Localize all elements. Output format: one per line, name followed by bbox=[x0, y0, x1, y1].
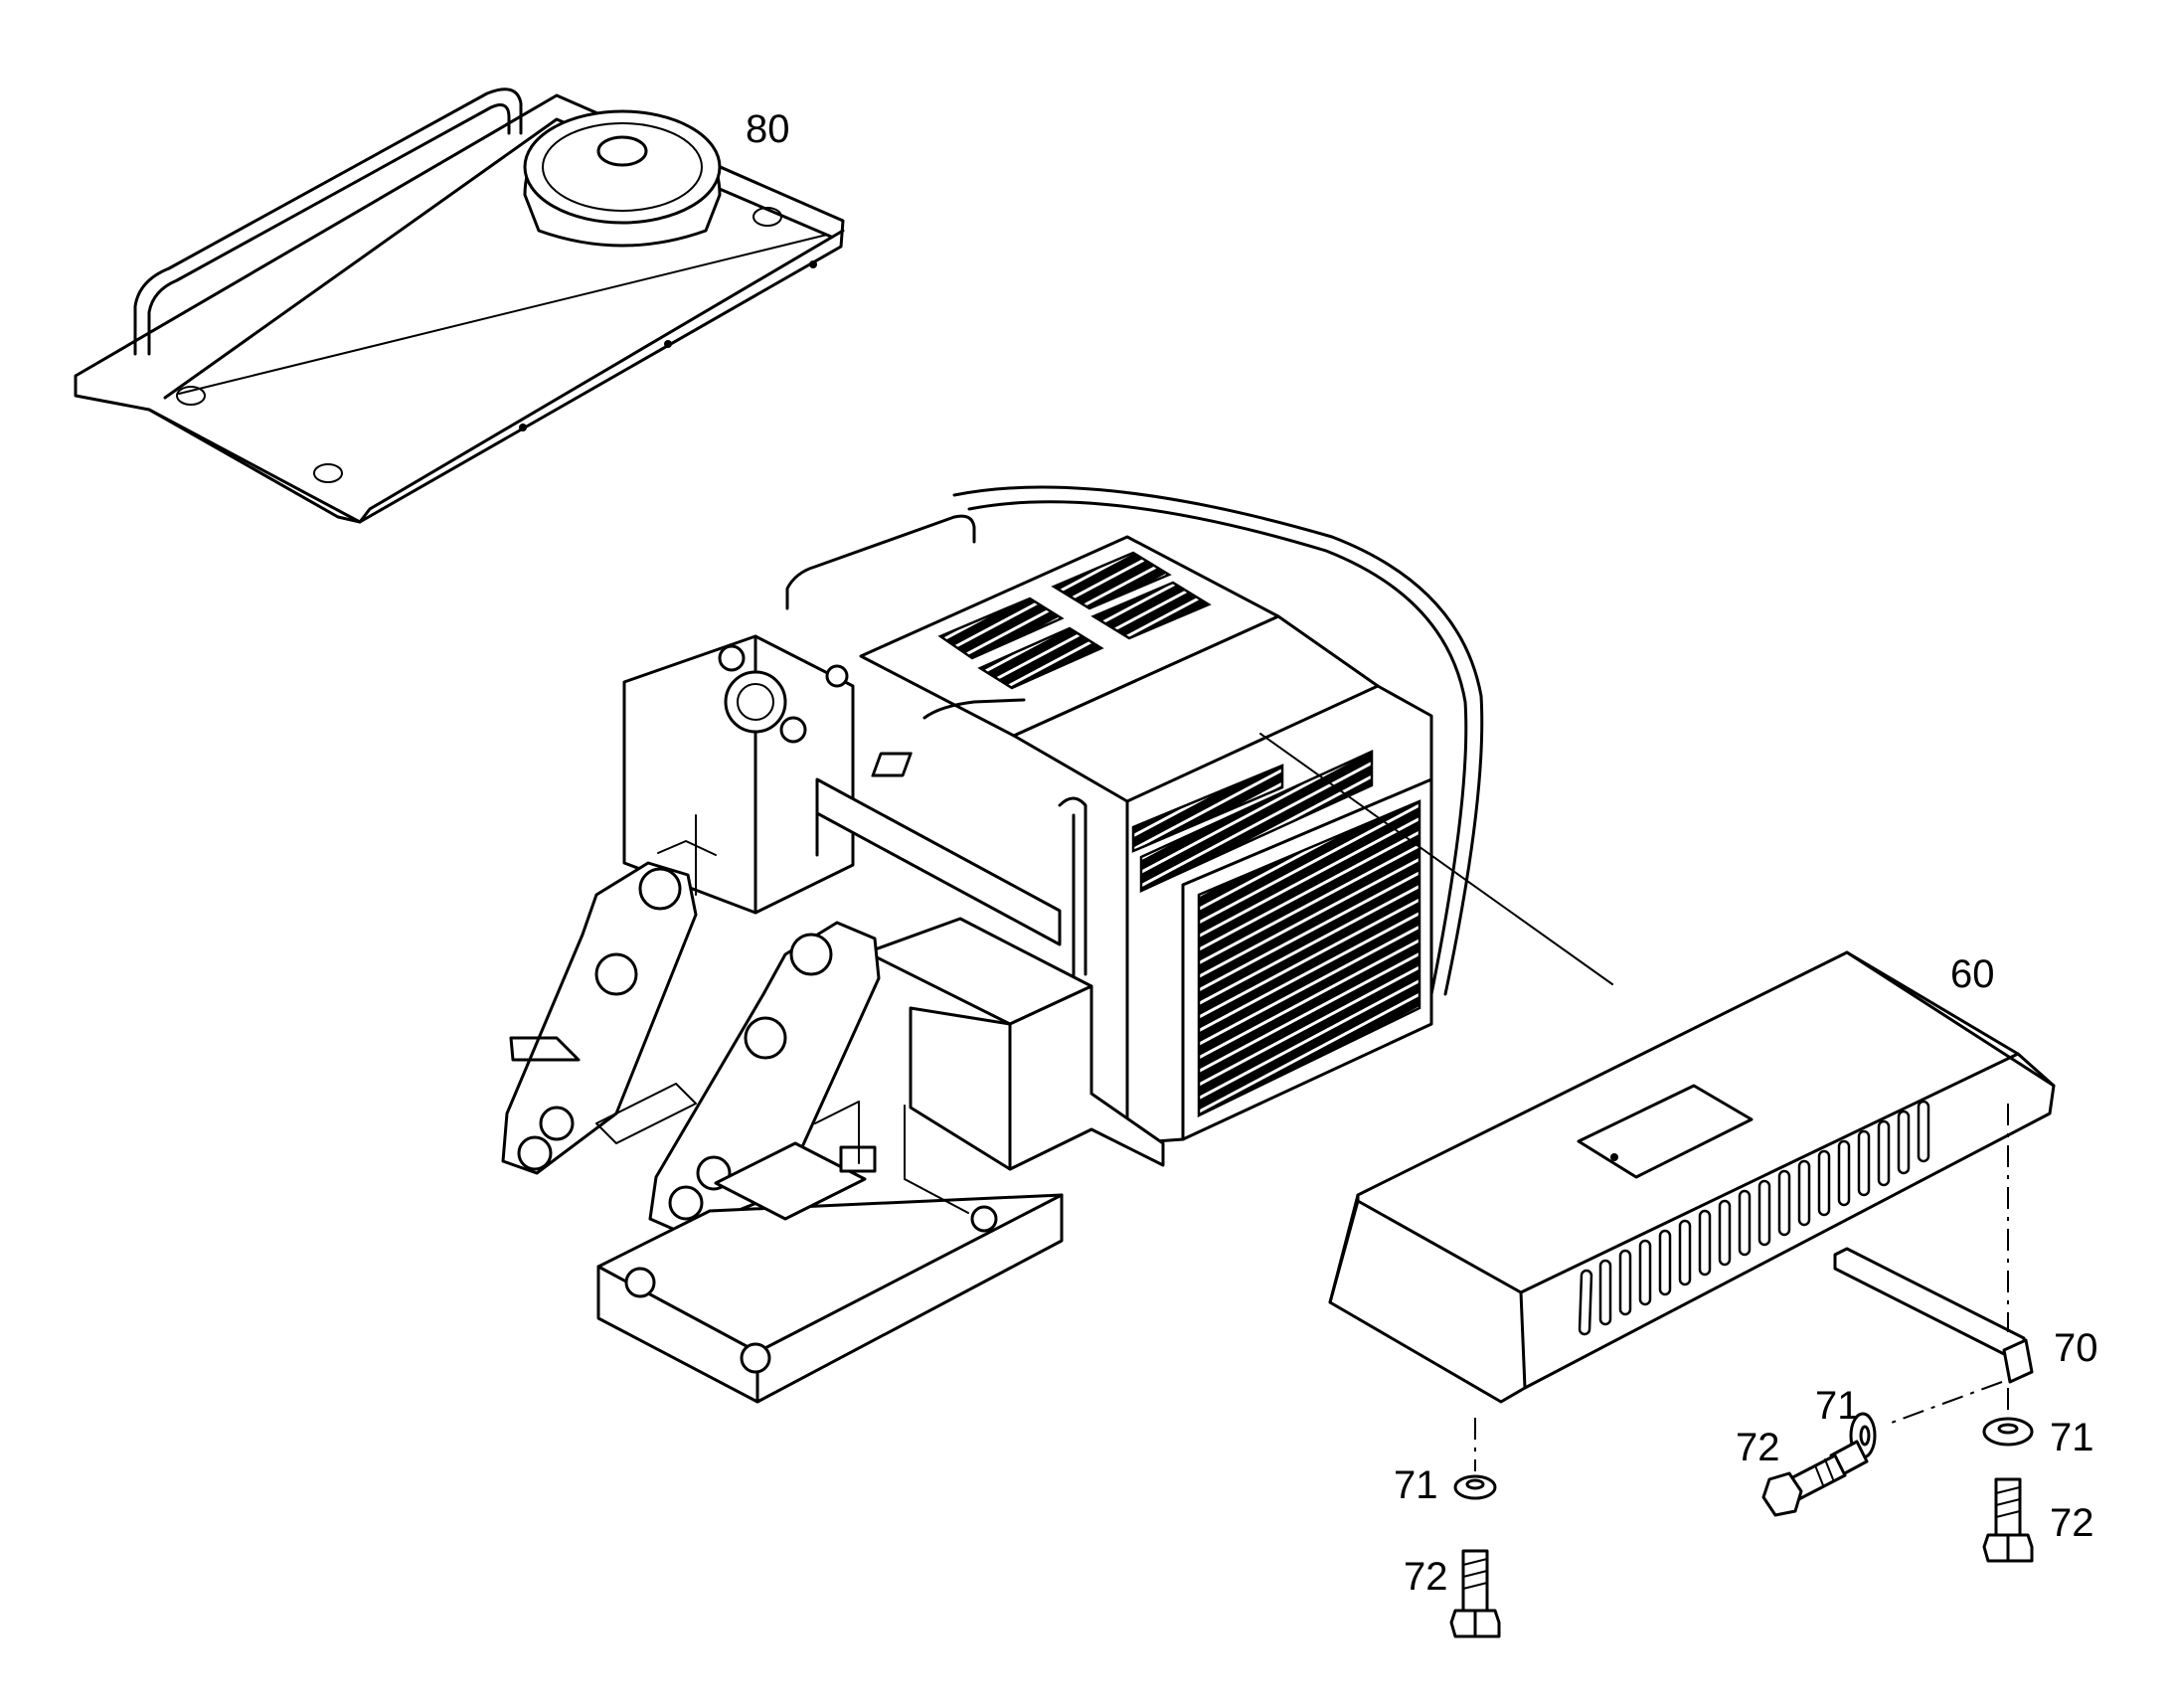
callout-71-middle: 71 bbox=[1815, 1384, 1860, 1428]
main-upper-structure bbox=[501, 485, 1484, 1404]
washer-71-right bbox=[1982, 1417, 2034, 1447]
cover-vent-slots bbox=[1578, 1100, 1930, 1336]
bolt-72-middle bbox=[1761, 1440, 1869, 1517]
bolt-72-right bbox=[1982, 1477, 2034, 1563]
callout-60: 60 bbox=[1950, 952, 1995, 996]
part-60-engine-cover bbox=[1328, 950, 2056, 1404]
part-70-strap bbox=[1833, 1247, 2034, 1384]
callout-72-right: 72 bbox=[2050, 1501, 2094, 1545]
callout-72-left: 72 bbox=[1404, 1555, 1448, 1599]
bolt-72-left bbox=[1449, 1549, 1501, 1638]
callout-72-middle: 72 bbox=[1736, 1426, 1780, 1469]
callout-80: 80 bbox=[746, 107, 790, 151]
callout-71-left: 71 bbox=[1394, 1463, 1438, 1507]
callout-71-right: 71 bbox=[2050, 1416, 2094, 1459]
centerline-diagonal bbox=[1888, 1381, 2003, 1425]
washer-71-left bbox=[1453, 1474, 1497, 1500]
callout-70: 70 bbox=[2054, 1326, 2098, 1370]
leader-line-60 bbox=[1259, 733, 1613, 985]
part-80-roof-panel bbox=[74, 87, 845, 524]
